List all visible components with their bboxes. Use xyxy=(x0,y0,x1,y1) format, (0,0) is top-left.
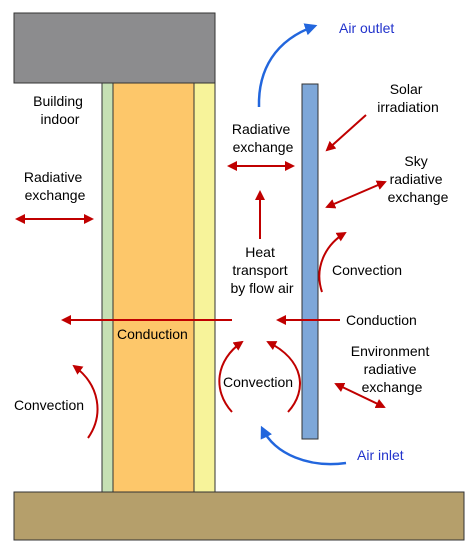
building-indoor-label: Building indoor xyxy=(33,93,87,127)
air-inlet-arrow xyxy=(260,425,347,466)
convection-right-curve-arrow xyxy=(318,231,347,293)
inner-wall-layer xyxy=(101,82,114,493)
convection-cavity-left-curve-arrow xyxy=(218,340,244,413)
outer-wall-layer xyxy=(193,82,216,493)
conduction-right-label: Conduction xyxy=(346,312,417,328)
convection-left-curve-arrow xyxy=(72,364,99,439)
sky-radiative-exchange-arrow xyxy=(325,180,387,209)
solar-irradiation-arrow xyxy=(325,114,367,152)
convection-cavity-label: Convection xyxy=(223,374,293,390)
conduction-wall-label: Conduction xyxy=(117,326,188,342)
radiative-exchange-left-label: Radiative exchange xyxy=(24,169,86,203)
roof-slab xyxy=(13,12,216,84)
environment-radiative-exchange-arrow xyxy=(334,382,386,409)
air-inlet-label: Air inlet xyxy=(357,447,404,463)
convection-right-label: Convection xyxy=(332,262,402,278)
environment-radiative-exchange-label: Environment radiative exchange xyxy=(351,343,433,395)
solar-irradiation-label: Solar irradiation xyxy=(377,81,438,115)
glass-facade xyxy=(301,83,319,440)
insulation-layer xyxy=(112,82,195,493)
convection-left-label: Convection xyxy=(14,397,84,413)
radiative-exchange-cavity-label: Radiative exchange xyxy=(232,121,294,155)
sky-radiative-exchange-label: Sky radiative exchange xyxy=(388,153,449,205)
air-outlet-arrow xyxy=(257,23,318,108)
air-outlet-label: Air outlet xyxy=(339,20,394,36)
heat-transport-label: Heat transport by flow air xyxy=(230,244,293,296)
convection-cavity-right-curve-arrow xyxy=(266,341,301,413)
ground-slab xyxy=(13,491,465,541)
